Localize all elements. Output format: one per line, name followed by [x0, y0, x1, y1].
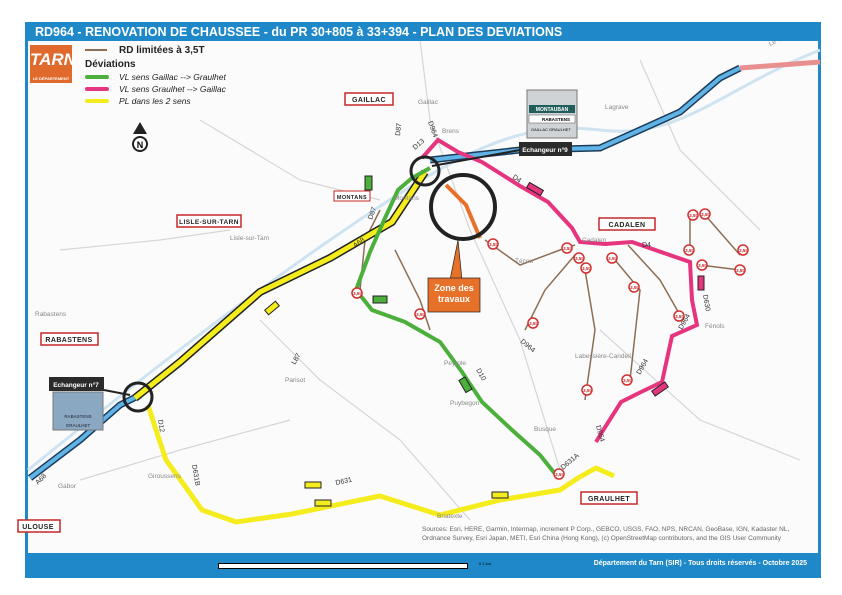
svg-text:3,5t: 3,5t	[575, 256, 583, 261]
svg-text:3,5t: 3,5t	[739, 248, 747, 253]
svg-text:D631A: D631A	[560, 452, 581, 471]
svg-text:D13: D13	[412, 138, 426, 152]
svg-text:Giroussens: Giroussens	[148, 473, 182, 480]
svg-text:Labessière-Candeil: Labessière-Candeil	[575, 353, 632, 360]
legend-swatch	[85, 75, 109, 79]
map-attribution: Sources: Esri, HERE, Garmin, Intermap, i…	[422, 526, 790, 542]
svg-text:RABASTENS: RABASTENS	[45, 337, 92, 344]
svg-text:3,5t: 3,5t	[582, 266, 590, 271]
svg-text:RABASTENS: RABASTENS	[64, 414, 91, 419]
svg-text:Montans: Montans	[394, 195, 420, 202]
svg-text:Gaillac: Gaillac	[418, 99, 439, 106]
svg-text:D4: D4	[642, 242, 651, 249]
svg-text:3,5t: 3,5t	[698, 263, 706, 268]
svg-text:Echangeur n°7: Echangeur n°7	[53, 381, 99, 389]
interchange-9-sign: MONTAUBAN RABASTENS GAILLAC GRAULHET Ech…	[431, 89, 578, 167]
svg-text:MONTAUBAN: MONTAUBAN	[536, 107, 569, 113]
svg-text:3,5t: 3,5t	[675, 314, 683, 319]
svg-text:Técou: Técou	[515, 258, 533, 265]
svg-text:GRAULHET: GRAULHET	[588, 496, 630, 503]
pl-motorway-yellow	[133, 170, 428, 400]
legend-swatch	[85, 87, 109, 91]
legend: RD limitées à 3,5T Déviations VL sens Ga…	[85, 43, 226, 107]
svg-text:3,5t: 3,5t	[608, 256, 616, 261]
legend-item-green: VL sens Gaillac --> Graulhet	[85, 71, 226, 83]
road-labels: D964 D87 D13 D4 A68 D87 D10 D4 D630 D964…	[34, 120, 710, 487]
svg-text:Busque: Busque	[534, 426, 556, 433]
svg-text:D4: D4	[511, 174, 522, 185]
svg-text:3,5t: 3,5t	[689, 213, 697, 218]
svg-text:3,5t: 3,5t	[563, 246, 571, 251]
works-zone-circle	[429, 173, 497, 241]
svg-text:3,5t: 3,5t	[736, 268, 744, 273]
svg-text:Puybegon: Puybegon	[450, 400, 480, 407]
svg-text:D87: D87	[395, 123, 403, 137]
weight-limit-signs: 3,5t 3,5t 3,5t 3,5t 3,5t 3,5t 3,5t 3,5t …	[351, 208, 749, 480]
svg-text:GAILLAC GRAULHET: GAILLAC GRAULHET	[531, 127, 571, 132]
svg-text:3,5t: 3,5t	[489, 242, 497, 247]
svg-text:Cadalen: Cadalen	[582, 237, 607, 244]
svg-text:D631: D631	[335, 477, 353, 487]
legend-swatch	[85, 99, 109, 103]
svg-text:3,5t: 3,5t	[583, 388, 591, 393]
svg-text:Lagrave: Lagrave	[605, 104, 629, 111]
svg-text:Gabor: Gabor	[58, 483, 77, 490]
svg-text:Echangeur n°9: Echangeur n°9	[522, 146, 568, 154]
svg-text:RABASTENS: RABASTENS	[542, 117, 570, 122]
legend-restricted: RD limitées à 3,5T	[85, 43, 226, 57]
place-names: Gaillac Brens Lagrave Montans Lisle-sur-…	[35, 32, 791, 520]
svg-text:D630: D630	[701, 294, 711, 312]
restricted-roads	[359, 209, 741, 401]
route-vl-gaillac-graulhet	[353, 166, 558, 477]
svg-text:D964: D964	[426, 120, 438, 138]
interchange-7-circle	[122, 381, 154, 413]
north-arrow: N	[132, 122, 148, 152]
svg-text:Brens: Brens	[442, 128, 460, 135]
svg-text:CADALEN: CADALEN	[608, 222, 645, 229]
svg-text:D964: D964	[594, 425, 605, 443]
svg-text:D87: D87	[367, 206, 378, 221]
svg-text:MONTANS: MONTANS	[337, 195, 367, 201]
route-pl-both-ways	[145, 404, 616, 525]
works-zone-label: Zone des travaux	[427, 239, 481, 313]
works-zone-text: Zone des travaux	[434, 283, 474, 304]
svg-text:3,5t: 3,5t	[353, 291, 361, 296]
svg-text:D631B: D631B	[190, 464, 201, 487]
scale-bar: 0 1 km	[218, 561, 491, 569]
svg-text:3,5t: 3,5t	[623, 378, 631, 383]
svg-text:ULOUSE: ULOUSE	[22, 524, 54, 531]
svg-text:GAILLAC: GAILLAC	[352, 97, 386, 104]
svg-text:Parisot: Parisot	[285, 377, 305, 384]
svg-text:3,5t: 3,5t	[685, 248, 693, 253]
svg-text:L87: L87	[291, 352, 303, 366]
svg-text:Peyrole: Peyrole	[444, 360, 466, 367]
svg-text:D10: D10	[474, 368, 487, 383]
direction-arrows	[264, 175, 705, 507]
svg-text:3,5t: 3,5t	[529, 321, 537, 326]
svg-text:Rabastens: Rabastens	[35, 311, 67, 318]
page-title: RD964 - RENOVATION DE CHAUSSEE - du PR 3…	[25, 22, 821, 41]
svg-text:GRAULHET: GRAULHET	[66, 423, 91, 428]
legend-item-pink: VL sens Graulhet --> Gaillac	[85, 83, 226, 95]
svg-text:3,5t: 3,5t	[701, 212, 709, 217]
legend-item-yellow: PL dans les 2 sens	[85, 95, 226, 107]
works-zone-road	[444, 183, 482, 239]
svg-text:Briatexte: Briatexte	[437, 513, 463, 520]
svg-text:LISLE-SUR-TARN: LISLE-SUR-TARN	[179, 219, 239, 226]
svg-text:Fénols: Fénols	[705, 323, 725, 330]
svg-text:Lisle-sur-Tarn: Lisle-sur-Tarn	[230, 235, 270, 242]
legend-heading: Déviations	[85, 58, 136, 70]
route-vl-graulhet-gaillac	[420, 137, 700, 444]
svg-text:3,5t: 3,5t	[630, 285, 638, 290]
interchange-9-circle	[409, 155, 441, 187]
interchange-7-sign: Echangeur n°7 RABASTENS GRAULHET	[49, 377, 131, 431]
svg-text:N: N	[137, 140, 144, 150]
town-signs: GAILLAC MONTANS LISLE-SUR-TARN RABASTENS…	[17, 92, 656, 533]
svg-text:3,5t: 3,5t	[416, 312, 424, 317]
svg-text:3,5t: 3,5t	[555, 472, 563, 477]
legend-swatch	[85, 49, 107, 51]
svg-text:D12: D12	[156, 419, 165, 433]
